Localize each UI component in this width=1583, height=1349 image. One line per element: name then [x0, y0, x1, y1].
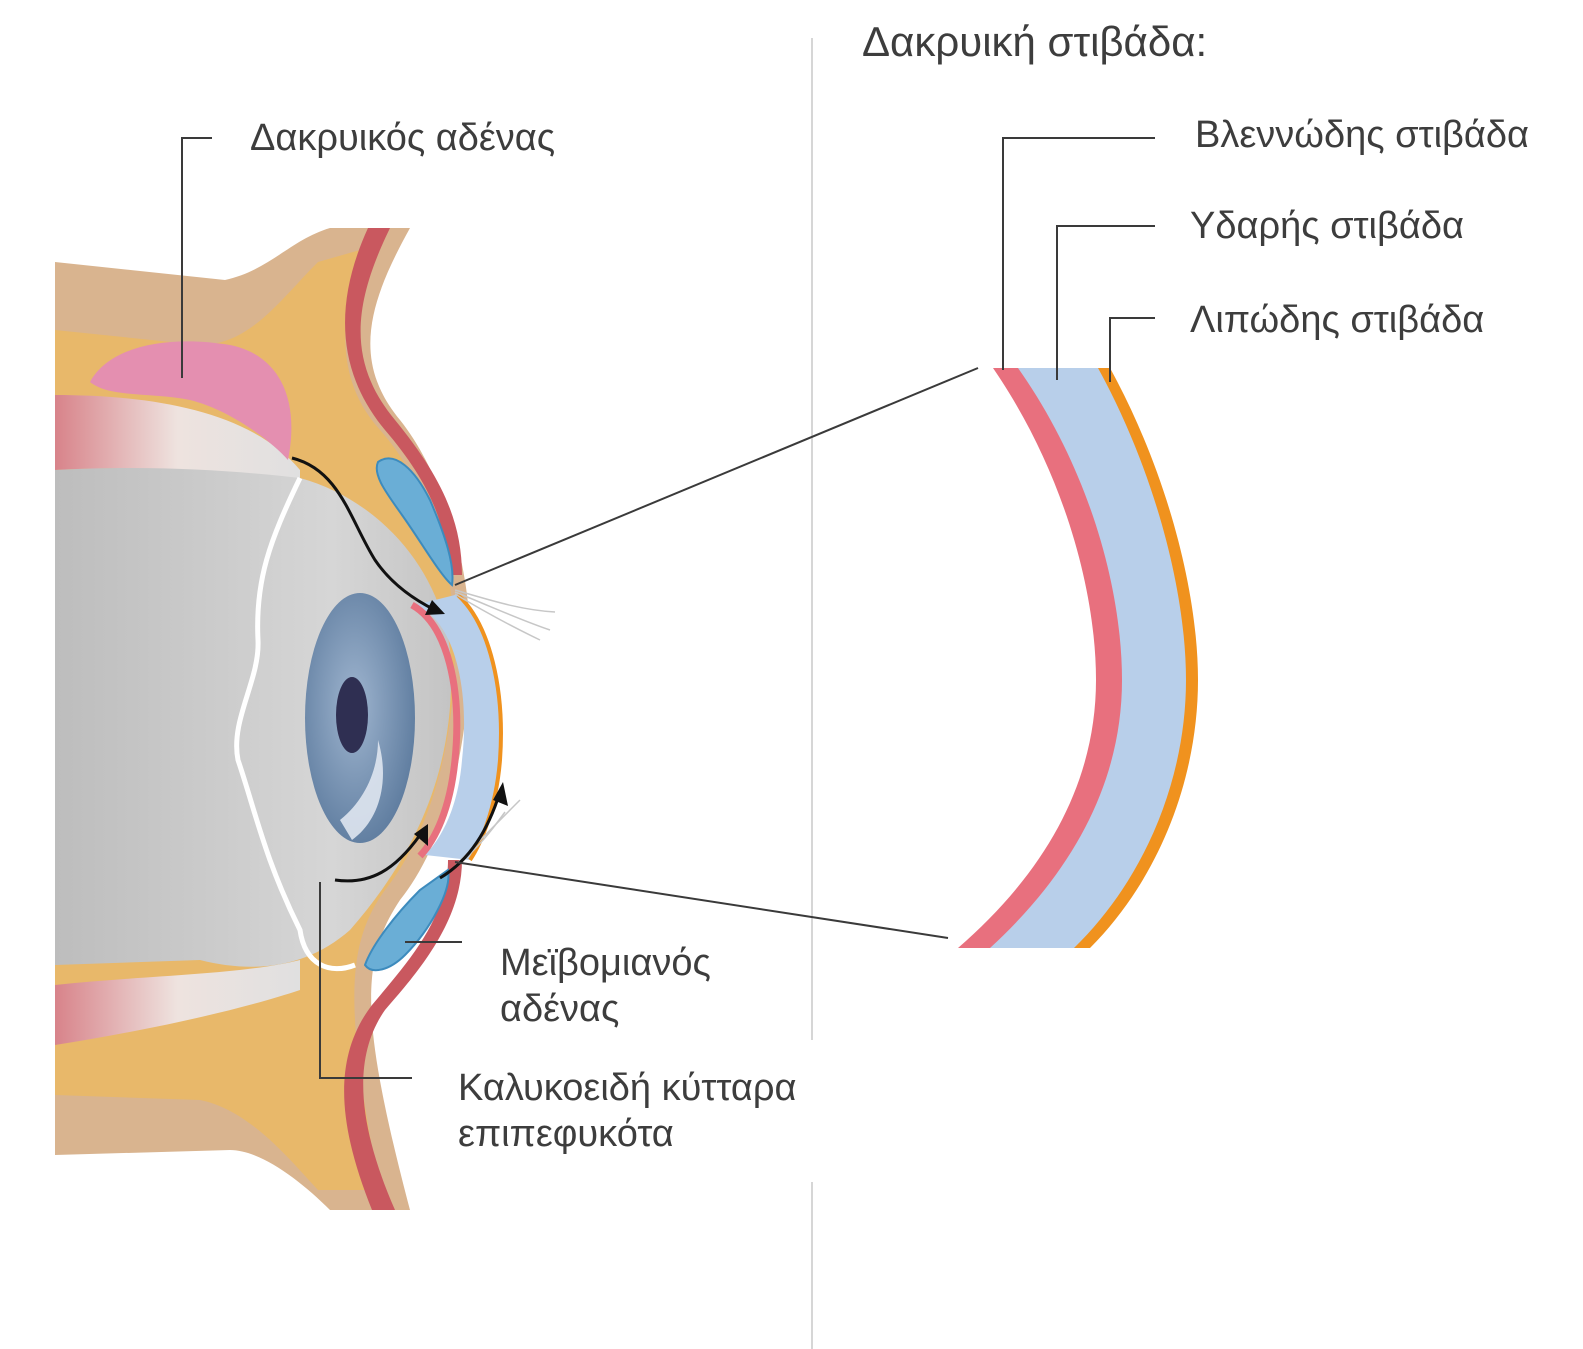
aqueous-layer-leader	[1057, 226, 1155, 380]
goblet-cells-label-line2: επιπεφυκότα	[458, 1111, 796, 1157]
goblet-cells-label: Καλυκοειδή κύτταρα επιπεφυκότα	[458, 1065, 796, 1157]
lipid-layer-label: Λιπώδης στιβάδα	[1190, 297, 1484, 343]
aqueous-layer	[968, 368, 1192, 948]
leader-lines-right	[1003, 138, 1155, 382]
mucous-layer-leader	[1003, 138, 1155, 370]
aqueous-layer-label: Υδαρής στιβάδα	[1190, 203, 1464, 249]
lipid-layer-leader	[1110, 318, 1155, 382]
meibomian-gland-label: Μεϊβομιανός αδένας	[500, 940, 711, 1032]
tear-film-title: Δακρυική στιβάδα:	[862, 18, 1207, 66]
mucous-layer-label: Βλεννώδης στιβάδα	[1195, 112, 1529, 158]
goblet-cells-label-line1: Καλυκοειδή κύτταρα	[458, 1065, 796, 1111]
eye-cross-section	[55, 228, 555, 1210]
meibomian-gland-label-line1: Μεϊβομιανός	[500, 940, 711, 986]
zoom-lines	[455, 368, 978, 938]
pupil	[336, 677, 368, 753]
meibomian-gland-label-line2: αδένας	[500, 986, 711, 1032]
lacrimal-gland-label: Δακρυικός αδένας	[250, 115, 555, 161]
tear-film-layers	[958, 368, 1198, 948]
